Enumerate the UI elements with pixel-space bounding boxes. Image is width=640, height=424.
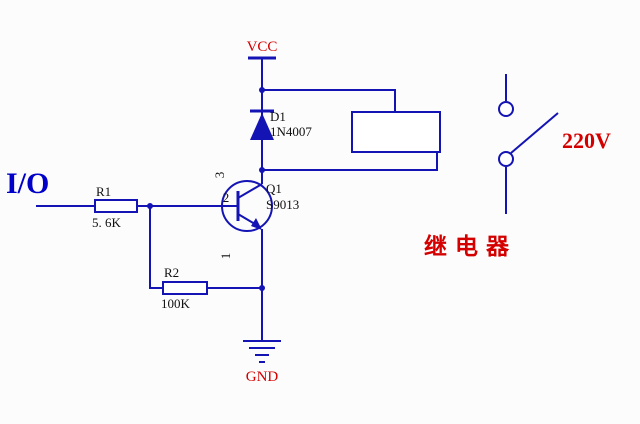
relay-name-label: 继电器 bbox=[424, 233, 517, 259]
q1-pin1-label: 1 bbox=[218, 253, 233, 260]
vcc-label: VCC bbox=[247, 39, 278, 55]
d1-value-label: 1N4007 bbox=[270, 124, 312, 139]
switch-blade bbox=[510, 112, 559, 154]
r2-ref-label: R2 bbox=[164, 265, 179, 280]
junction-dot-bottom bbox=[259, 167, 265, 173]
q1-pin2-label: 2 bbox=[223, 190, 230, 205]
switch-contact-top bbox=[498, 101, 514, 117]
r2-left-wire bbox=[149, 206, 163, 289]
transistor-emitter-arrow bbox=[251, 218, 262, 230]
relay-bottom-wire bbox=[262, 152, 438, 171]
r2-resistor-box bbox=[162, 281, 208, 295]
relay-top-wire bbox=[262, 89, 396, 112]
q1-pin3-label: 3 bbox=[212, 172, 227, 179]
voltage-label: 220V bbox=[562, 128, 611, 153]
r2-value-label: 100K bbox=[161, 296, 191, 311]
q1-value-label: S9013 bbox=[266, 197, 299, 212]
io-label: I/O bbox=[6, 167, 49, 200]
d1-ref-label: D1 bbox=[270, 109, 286, 124]
relay-coil-box bbox=[351, 111, 441, 153]
q1-ref-label: Q1 bbox=[266, 181, 282, 196]
transistor-collector-lead bbox=[237, 183, 263, 199]
switch-contact-bottom bbox=[498, 151, 514, 167]
diode-triangle bbox=[250, 113, 274, 140]
r1-value-label: 5. 6K bbox=[92, 215, 122, 230]
junction-dot-top bbox=[259, 87, 265, 93]
r1-resistor-box bbox=[94, 199, 138, 213]
gnd-label: GND bbox=[246, 369, 279, 385]
r1-ref-label: R1 bbox=[96, 184, 111, 199]
